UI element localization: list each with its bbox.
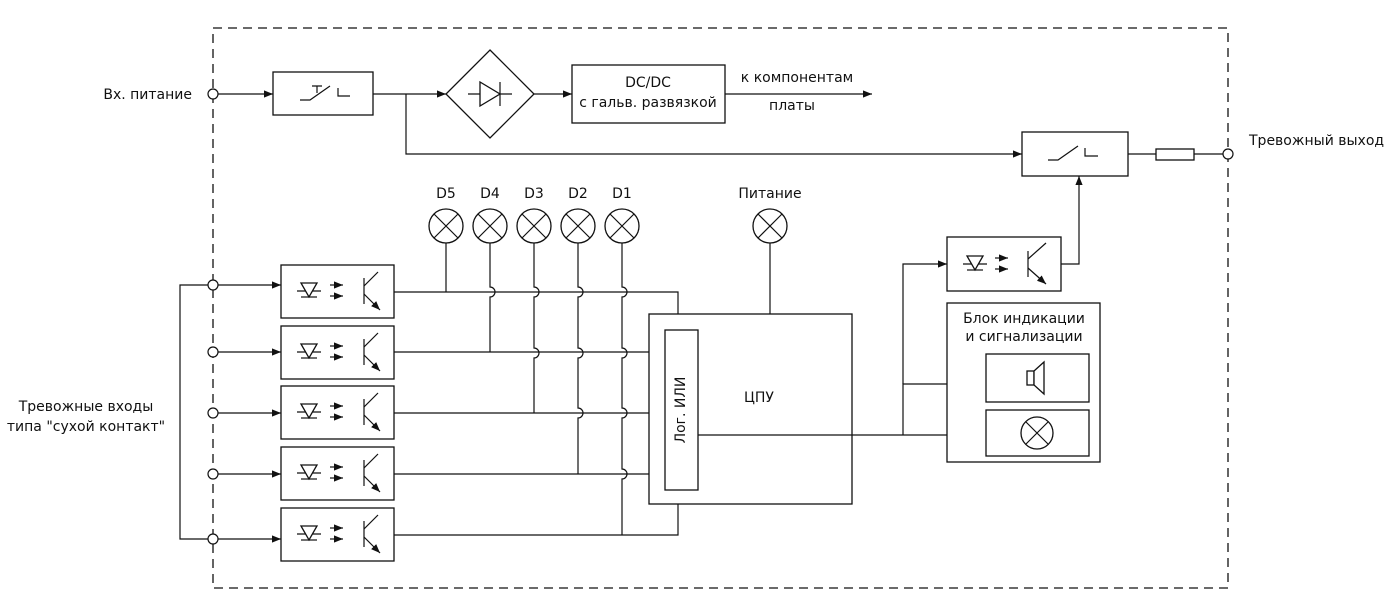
alarm-output-label: Тревожный выход (1248, 133, 1384, 149)
output-optocoupler (946, 236, 1062, 292)
board-label: платы (769, 98, 815, 114)
power-indicator-label: Питание (738, 186, 801, 202)
input-channel-1 (207, 264, 682, 330)
alarm-inputs-sublabel: типа "сухой контакт" (7, 419, 165, 435)
dcdc-subtitle: с гальв. развязкой (579, 95, 717, 111)
logic-or-block: Лог. ИЛИ (664, 329, 699, 491)
rectifier-bridge (445, 49, 535, 139)
indicator-label-d1: D1 (612, 186, 632, 202)
logic-or-label: Лог. ИЛИ (673, 377, 689, 444)
indication-title: Блок индикации (963, 311, 1085, 327)
indicator-label-d5: D5 (436, 186, 456, 202)
power-input-label: Вх. питание (103, 87, 192, 103)
dcdc-converter: DC/DC с гальв. развязкой (571, 64, 726, 124)
indicator-label-d4: D4 (480, 186, 500, 202)
indication-block: Блок индикации и сигнализации (946, 302, 1101, 463)
alarm-output-terminal (1222, 148, 1234, 160)
speaker-icon (1026, 360, 1045, 396)
indicator-d2: D2 (560, 186, 596, 244)
indicator-d4: D4 (472, 186, 508, 244)
indicator-d3: D3 (516, 186, 552, 244)
indication-subtitle: и сигнализации (965, 329, 1082, 345)
input-channel-5 (207, 490, 682, 562)
indicator-d1: D1 (604, 186, 640, 244)
indicator-d5: D5 (428, 186, 464, 244)
to-components-label: к компонентам (741, 70, 853, 86)
fuse (1155, 148, 1195, 161)
indicator-label-d2: D2 (568, 186, 588, 202)
input-relay (272, 71, 374, 116)
power-input-terminal (207, 88, 219, 100)
alarm-inputs-label: Тревожные входы (18, 399, 154, 415)
input-channel-3 (207, 385, 667, 440)
output-relay (1021, 131, 1129, 177)
lamp-icon (1020, 416, 1054, 450)
cpu-label: ЦПУ (744, 390, 774, 406)
dcdc-title: DC/DC (625, 75, 671, 91)
input-channel-2 (207, 325, 667, 380)
inputs-bracket (179, 284, 213, 540)
board-boundary (212, 27, 1229, 589)
power-indicator: Питание (738, 186, 802, 244)
indicator-wiring (445, 243, 628, 535)
indicator-label-d3: D3 (524, 186, 544, 202)
input-channel-4 (207, 446, 667, 501)
